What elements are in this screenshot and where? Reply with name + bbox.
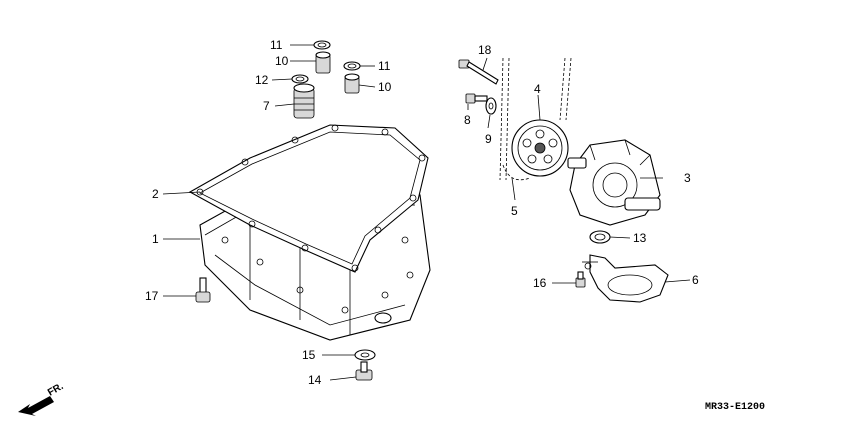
bolt-18 bbox=[458, 59, 499, 85]
callout-12: 12 bbox=[255, 73, 269, 87]
drain-bolt-14 bbox=[355, 361, 373, 381]
callout-16: 16 bbox=[533, 276, 547, 290]
callout-4: 4 bbox=[534, 82, 541, 96]
collar-10-left bbox=[315, 51, 331, 74]
callout-11-right: 11 bbox=[378, 59, 391, 73]
callout-14: 14 bbox=[308, 373, 322, 387]
oil-pump bbox=[567, 139, 661, 226]
callout-10-left: 10 bbox=[275, 54, 289, 68]
callout-9: 9 bbox=[485, 132, 492, 146]
bolt-17 bbox=[195, 277, 211, 303]
oil-pressure-switch bbox=[293, 83, 315, 119]
o-ring-11-left bbox=[313, 40, 331, 50]
callout-labels: 1 2 3 4 5 6 7 8 9 10 10 11 11 12 13 14 1… bbox=[145, 38, 699, 387]
direction-label: FR. bbox=[46, 381, 66, 399]
callout-6: 6 bbox=[692, 273, 699, 287]
callout-1: 1 bbox=[152, 232, 159, 246]
callout-10-right: 10 bbox=[378, 80, 392, 94]
front-arrow-icon: FR. bbox=[18, 381, 66, 416]
leader-lines bbox=[162, 44, 691, 381]
oil-pan-gasket bbox=[188, 124, 429, 273]
callout-5: 5 bbox=[511, 204, 518, 218]
callout-2: 2 bbox=[152, 187, 159, 201]
o-ring-11-right bbox=[343, 61, 361, 71]
diagram-code: MR33-E1200 bbox=[705, 402, 765, 413]
sealing-washer-12 bbox=[291, 74, 309, 84]
bolt-8 bbox=[465, 93, 488, 104]
drive-chain bbox=[499, 57, 572, 181]
callout-13: 13 bbox=[633, 231, 647, 245]
o-ring-13 bbox=[589, 230, 611, 244]
callout-7: 7 bbox=[263, 99, 270, 113]
collar-10-right bbox=[344, 73, 360, 94]
callout-18: 18 bbox=[478, 43, 492, 57]
washer-15 bbox=[354, 349, 376, 361]
bolt-16 bbox=[575, 271, 586, 288]
pump-sprocket bbox=[511, 119, 569, 177]
callout-11-left: 11 bbox=[270, 38, 283, 52]
callout-17: 17 bbox=[145, 289, 159, 303]
callout-3: 3 bbox=[684, 171, 691, 185]
oil-strainer bbox=[582, 254, 669, 303]
callout-8: 8 bbox=[464, 113, 471, 127]
washer-9 bbox=[485, 97, 497, 115]
callout-15: 15 bbox=[302, 348, 316, 362]
